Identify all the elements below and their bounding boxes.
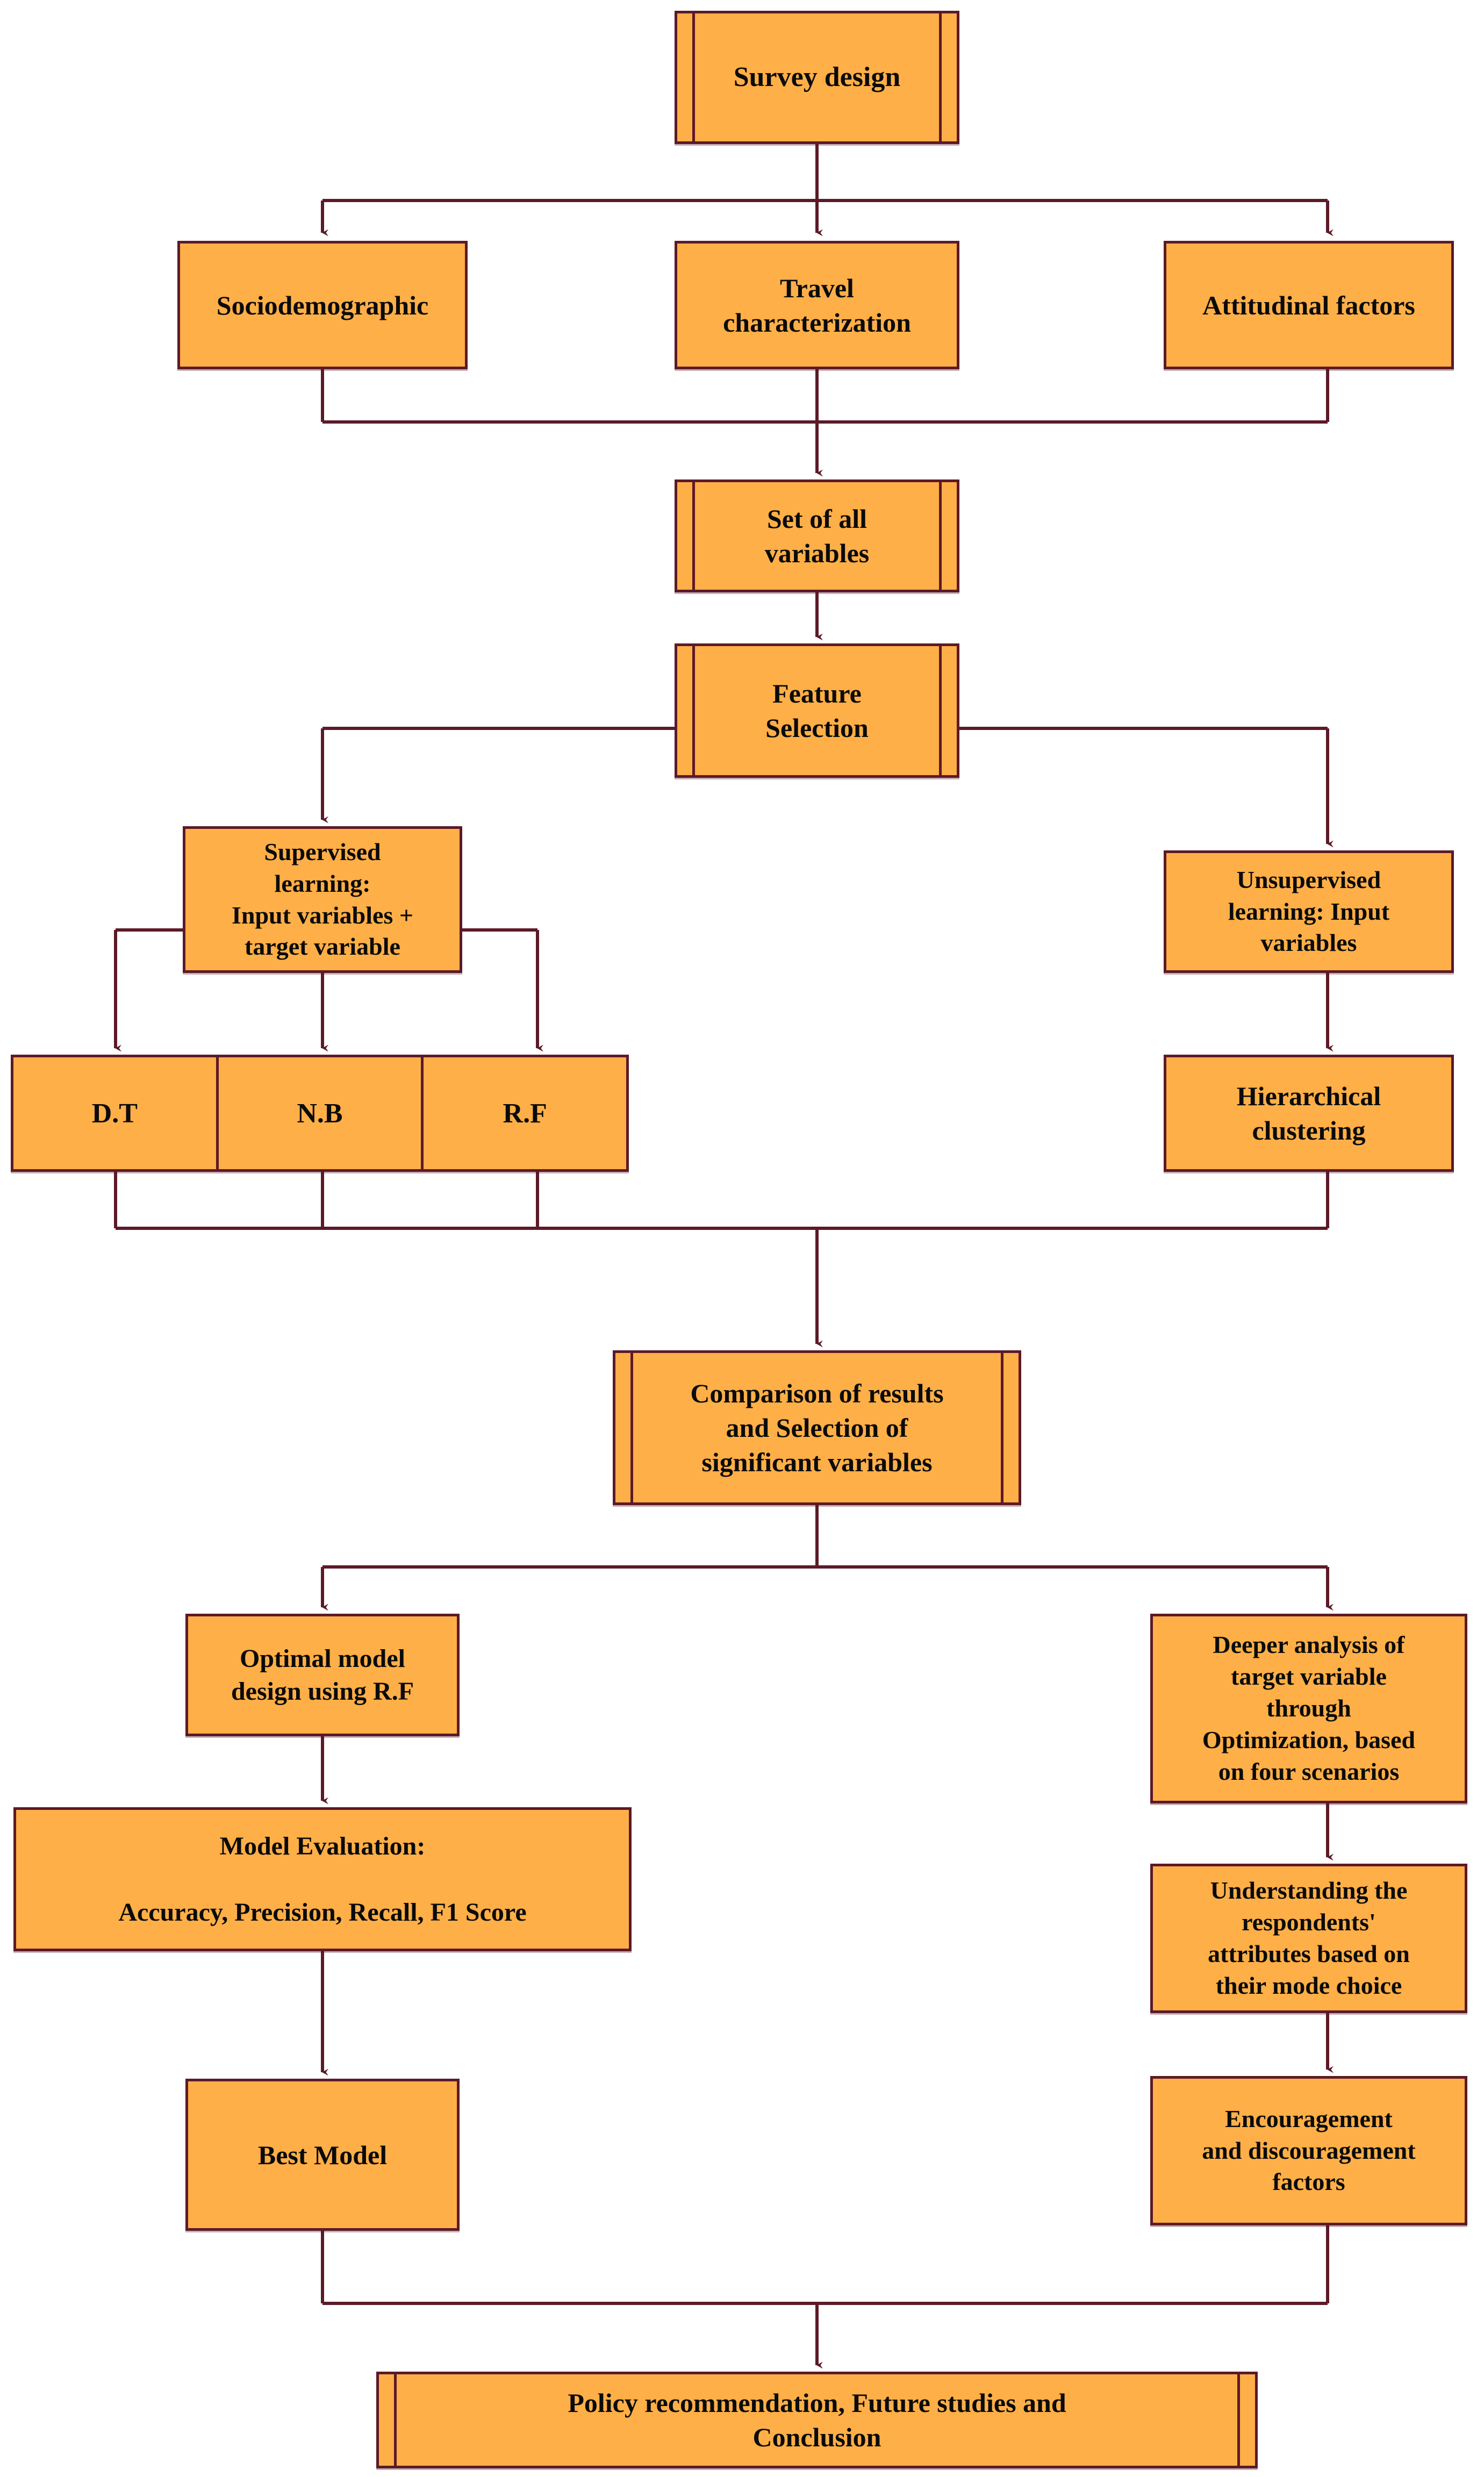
node-comparison-of-results[interactable]: Comparison of results and Selection of s…	[613, 1350, 1021, 1505]
node-hierarchical-clustering[interactable]: Hierarchical clustering	[1164, 1055, 1454, 1172]
node-survey-design[interactable]: Survey design	[675, 11, 959, 144]
node-optimal-model-design[interactable]: Optimal model design using R.F	[185, 1614, 460, 1736]
node-policy-recommendation[interactable]: Policy recommendation, Future studies an…	[376, 2372, 1258, 2468]
node-travel-characterization[interactable]: Travel characterization	[675, 241, 959, 369]
node-set-of-all-variables[interactable]: Set of all variables	[675, 479, 959, 592]
node-label: R.F	[503, 1098, 547, 1129]
node-model-evaluation[interactable]: Model Evaluation: Accuracy, Precision, R…	[13, 1807, 632, 1951]
node-understanding-respondents[interactable]: Understanding the respondents' attribute…	[1150, 1864, 1467, 2013]
node-label: Encouragement and discouragement factors	[1202, 2104, 1416, 2196]
node-label: Best Model	[257, 2139, 388, 2170]
node-attitudinal-factors[interactable]: Attitudinal factors	[1164, 241, 1454, 369]
node-deeper-analysis[interactable]: Deeper analysis of target variable throu…	[1150, 1614, 1467, 1803]
node-decision-tree[interactable]: D.T	[13, 1057, 216, 1169]
node-supervised-learning[interactable]: Supervised learning: Input variables + t…	[183, 826, 462, 973]
node-label: Optimal model design using R.F	[231, 1644, 414, 1706]
node-label: Supervised learning: Input variables + t…	[231, 837, 414, 961]
node-label: D.T	[91, 1098, 138, 1129]
node-random-forest[interactable]: R.F	[421, 1057, 626, 1169]
node-label: Model Evaluation: Accuracy, Precision, R…	[118, 1831, 527, 1927]
classifier-row: D.T N.B R.F	[11, 1055, 629, 1172]
node-label: Set of all variables	[764, 504, 870, 568]
node-naive-bayes[interactable]: N.B	[216, 1057, 421, 1169]
node-label: Travel characterization	[723, 273, 911, 338]
node-label: N.B	[297, 1098, 343, 1129]
node-label: Sociodemographic	[216, 290, 429, 320]
node-label: Unsupervised learning: Input variables	[1228, 865, 1390, 957]
node-label: Understanding the respondents' attribute…	[1208, 1877, 1410, 1999]
node-label: Feature Selection	[765, 678, 869, 743]
node-label: Deeper analysis of target variable throu…	[1202, 1631, 1416, 1785]
node-label: Comparison of results and Selection of s…	[690, 1378, 944, 1477]
node-label: Policy recommendation, Future studies an…	[568, 2388, 1066, 2452]
node-best-model[interactable]: Best Model	[185, 2079, 460, 2231]
node-label: Hierarchical clustering	[1236, 1081, 1381, 1146]
node-label: Survey design	[733, 61, 901, 92]
node-feature-selection[interactable]: Feature Selection	[675, 643, 959, 778]
node-encouragement-factors[interactable]: Encouragement and discouragement factors	[1150, 2076, 1467, 2225]
node-sociodemographic[interactable]: Sociodemographic	[177, 241, 468, 369]
node-unsupervised-learning[interactable]: Unsupervised learning: Input variables	[1164, 850, 1454, 973]
node-label: Attitudinal factors	[1202, 290, 1415, 320]
